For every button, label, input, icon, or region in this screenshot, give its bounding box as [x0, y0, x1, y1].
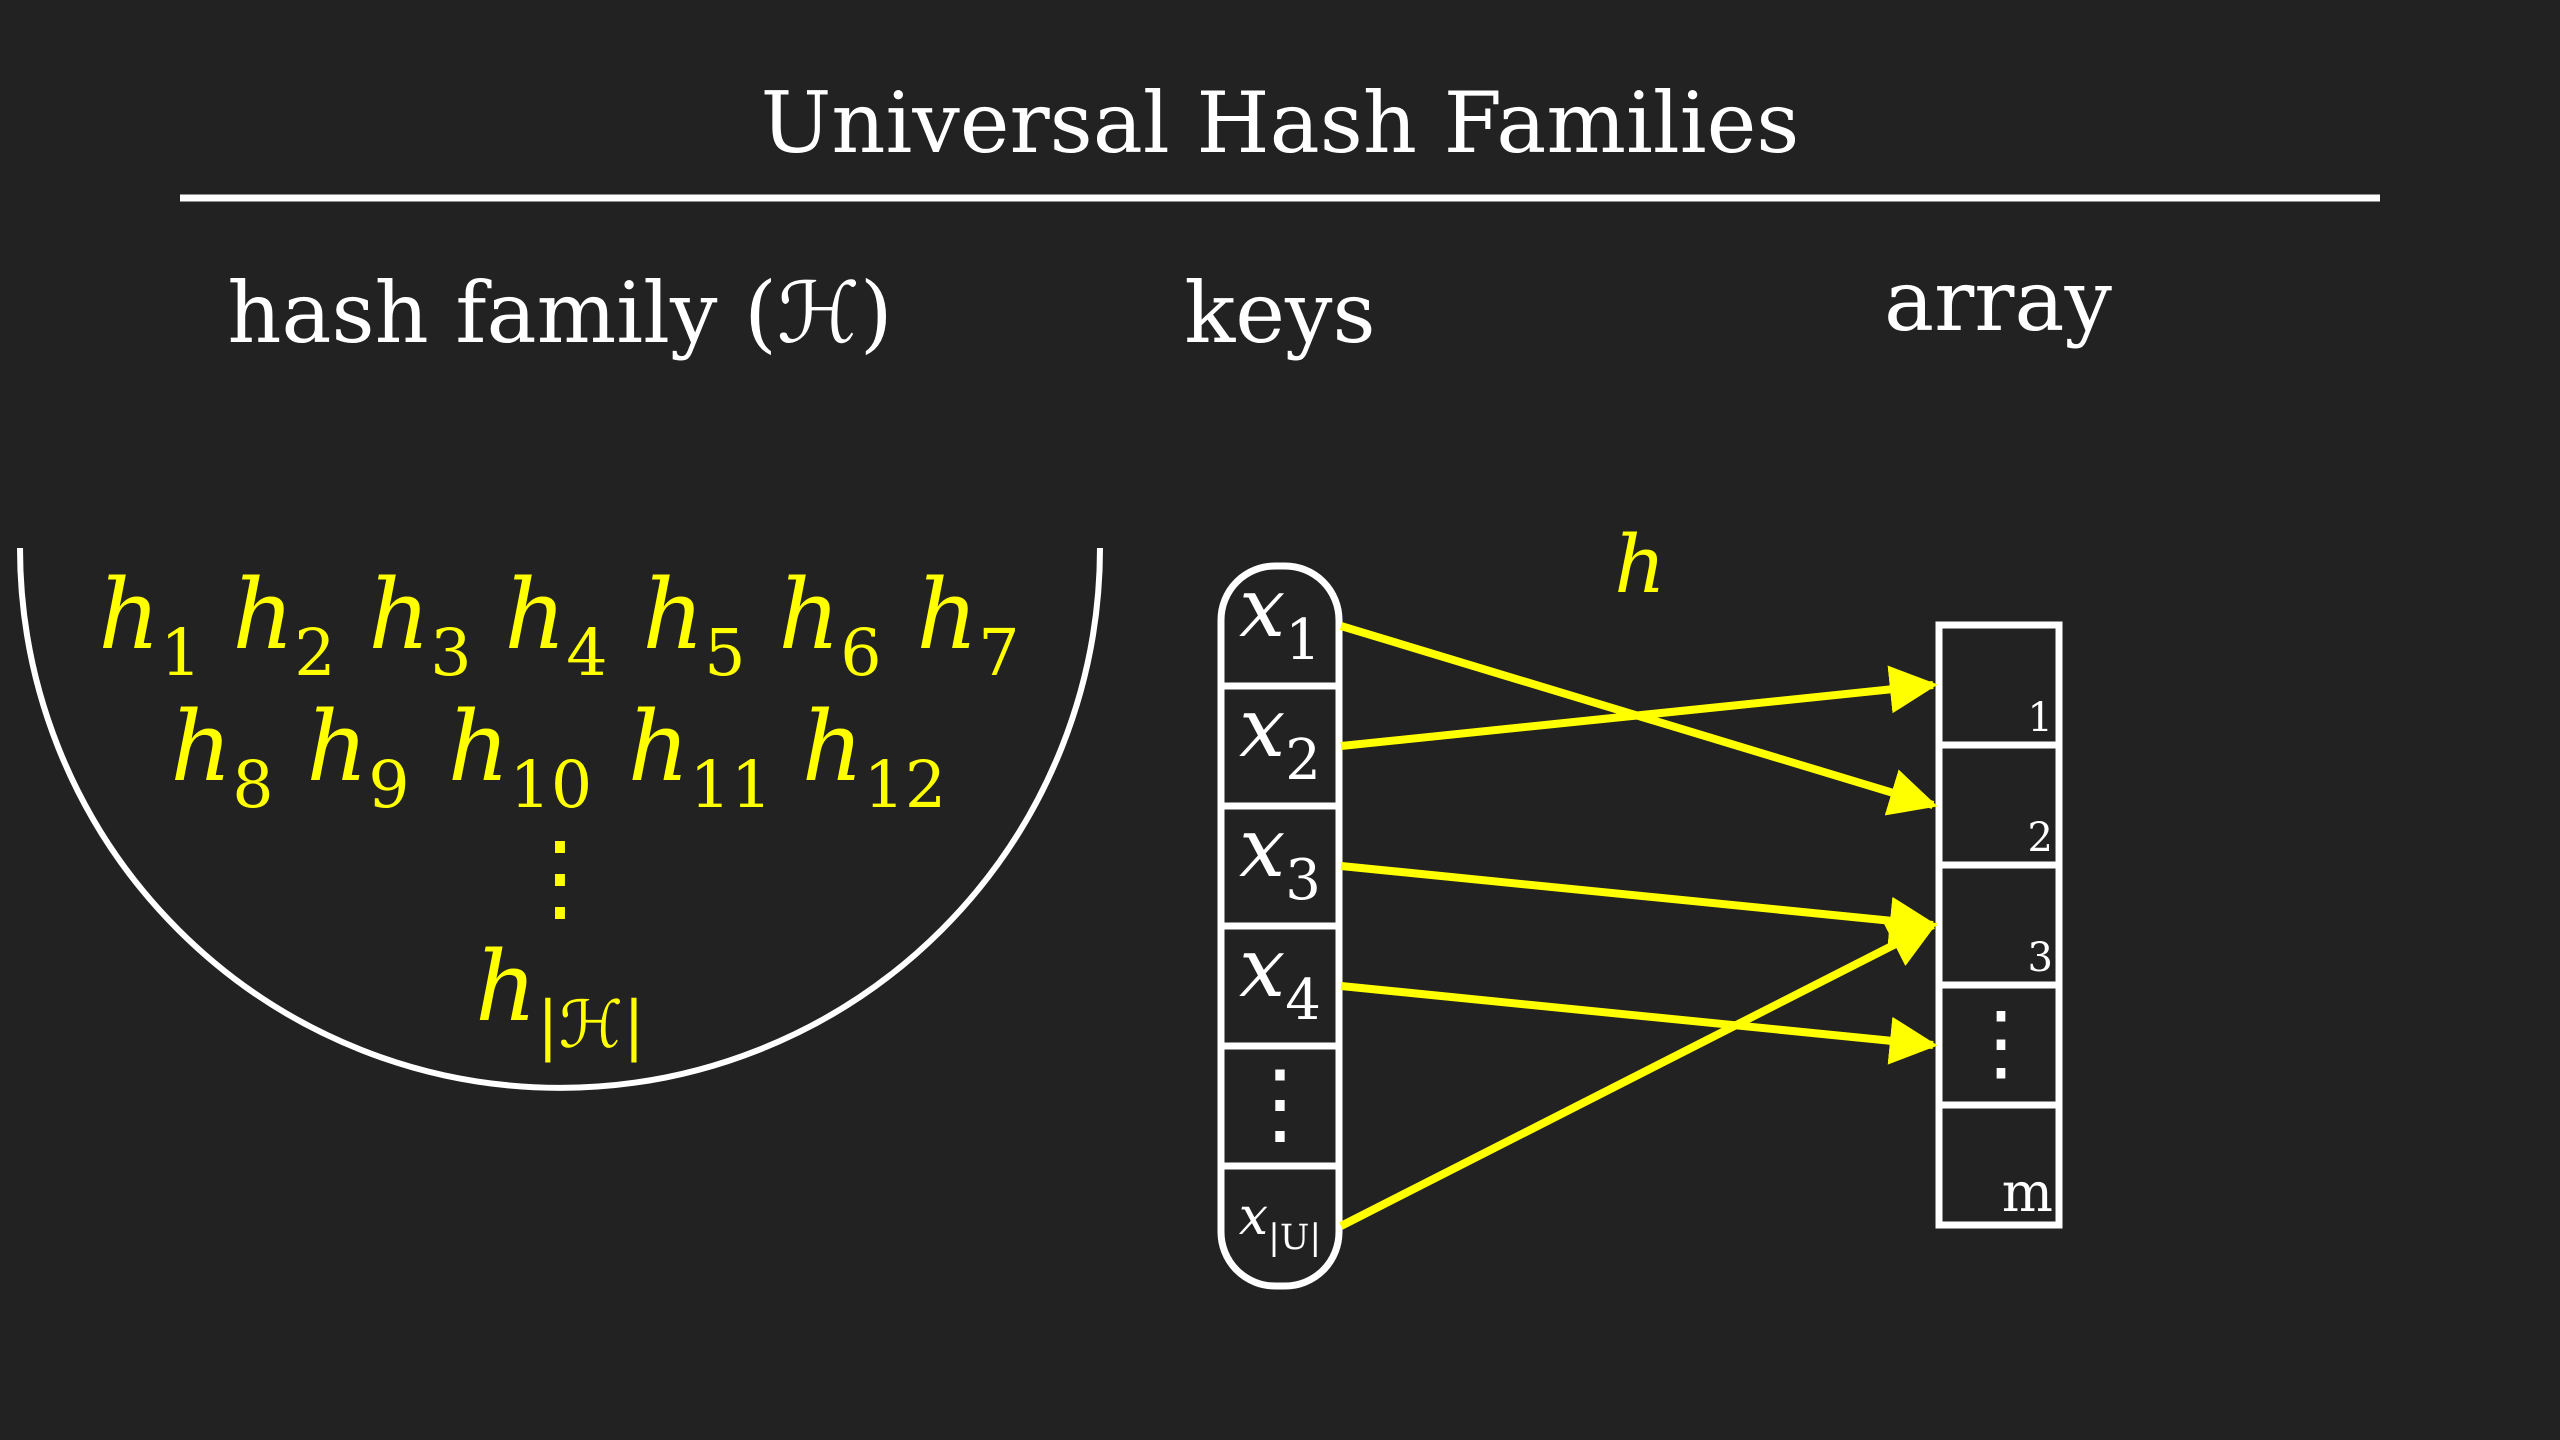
array-container [1935, 621, 2063, 1229]
array-column: 1 2 3 ⋮ m [1935, 621, 2063, 1229]
hash-function-subscript: 1 [160, 616, 201, 691]
key-cell-subscript: 2 [1285, 728, 1321, 793]
key-cell-subscript: |U| [1268, 1218, 1321, 1258]
key-cell-subscript: 4 [1285, 968, 1321, 1033]
keys-heading: keys [1184, 264, 1375, 362]
hash-function: h10 [448, 691, 593, 823]
hash-function-subscript: 4 [566, 616, 607, 691]
hash-function-base: h [916, 559, 978, 671]
hash-function-base: h [802, 691, 864, 803]
array-slot-label: 1 [2028, 695, 2053, 741]
key-cell-base: x [1239, 801, 1285, 896]
hash-function-last: h|ℋ| [475, 931, 645, 1063]
hash-function: h7 [916, 559, 1019, 691]
hash-function-subscript: 9 [368, 748, 409, 823]
hash-function-base: h [628, 691, 690, 803]
hash-function-subscript: 11 [690, 748, 773, 823]
hash-function-subscript: 2 [294, 616, 335, 691]
hash-function: h9 [306, 691, 409, 823]
array-slot-label: 3 [2028, 935, 2053, 981]
mapping-arrow [1340, 862, 1938, 945]
array-slot-label: 2 [2028, 815, 2053, 861]
array-ellipsis: ⋮ [1959, 993, 2043, 1091]
key-cell: x2 [1239, 681, 1321, 793]
mapping-arrow [1340, 982, 1938, 1065]
key-cell: x4 [1239, 921, 1321, 1033]
mapping-arrow [1339, 921, 1938, 1230]
array-heading: array [1884, 252, 2112, 350]
key-cell-subscript: 1 [1285, 608, 1321, 673]
hash-family-ellipsis: ⋮ [512, 821, 608, 933]
hash-function-base: h [504, 559, 566, 671]
key-cell-base: x [1239, 921, 1285, 1016]
mapping-arrow [1340, 665, 1938, 750]
hash-function-base: h [778, 559, 840, 671]
hash-function-base: h [368, 559, 430, 671]
hash-function: h8 [170, 691, 273, 823]
array-slot-label: m [2002, 1161, 2053, 1224]
key-cell-base: x [1239, 561, 1285, 656]
hash-function: h6 [778, 559, 881, 691]
hash-function-subscript: 7 [978, 616, 1019, 691]
hash-function: h12 [802, 691, 947, 823]
key-cell-base: x [1239, 681, 1285, 776]
hash-function-base: h [98, 559, 160, 671]
hash-function-subscript: 10 [510, 748, 593, 823]
hash-function-subscript: 12 [864, 748, 947, 823]
hash-mapping-arrows [1339, 622, 1938, 1230]
key-cell-subscript: 3 [1285, 848, 1321, 913]
hash-function: h4 [504, 559, 607, 691]
key-cell-base: x [1239, 1187, 1268, 1247]
hash-function-last-base: h [475, 931, 537, 1043]
key-cell: x3 [1239, 801, 1321, 913]
hash-function-subscript: 5 [704, 616, 745, 691]
hash-function-subscript: 3 [430, 616, 471, 691]
hash-function: h5 [642, 559, 745, 691]
hash-function-base: h [170, 691, 232, 803]
hash-function: h1 [98, 559, 201, 691]
hash-function-base: h [306, 691, 368, 803]
hash-function: h2 [232, 559, 335, 691]
hash-function-base: h [448, 691, 510, 803]
hash-family-heading: hash family (ℋ) [227, 264, 892, 362]
key-cell: x|U| [1239, 1187, 1321, 1258]
hash-function-base: h [232, 559, 294, 671]
hash-function-subscript: 6 [840, 616, 881, 691]
key-cell: x1 [1239, 561, 1321, 673]
hash-function-subscript: 8 [232, 748, 273, 823]
hash-function: h11 [628, 691, 773, 823]
hash-function: h3 [368, 559, 471, 691]
page-title: Universal Hash Families [761, 74, 1800, 172]
hash-function-last-subscript: |ℋ| [537, 988, 645, 1063]
hash-family-bowl [17, 547, 1103, 1091]
mapping-label: h [1614, 518, 1666, 611]
hash-function-base: h [642, 559, 704, 671]
key-ellipsis: ⋮ [1235, 1051, 1325, 1156]
